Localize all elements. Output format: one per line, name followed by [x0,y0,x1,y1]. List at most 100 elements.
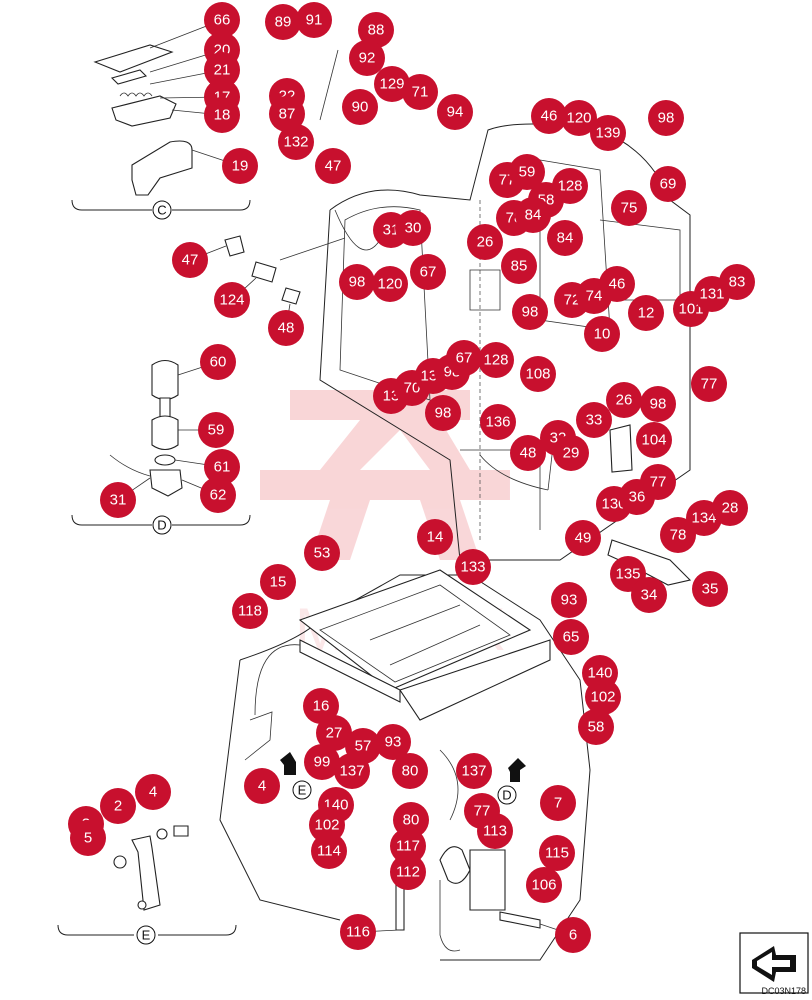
section-c-parts [93,44,193,196]
callout-10: 10 [584,316,620,352]
callout-number: 112 [396,864,420,881]
callout-number: 16 [313,698,330,715]
callout-circle [540,785,576,821]
callout-number: 87 [279,106,296,123]
callout-circle [342,89,378,125]
callout-number: 66 [214,12,231,29]
callout-67: 67 [410,254,446,290]
callout-114: 114 [311,833,347,869]
callout-77: 77 [691,366,727,402]
callout-number: 18 [214,107,231,124]
callout-128: 128 [478,342,514,378]
callout-number: 36 [629,489,646,506]
callout-circle [640,464,676,500]
callout-136: 136 [480,404,516,440]
callout-circle [576,402,612,438]
callout-number: 69 [660,176,677,193]
callout-circle [555,917,591,953]
callout-30: 30 [395,210,431,246]
callout-number: 31 [110,492,127,509]
callout-circle [660,517,696,553]
callout-66: 66 [204,2,240,38]
callout-18: 18 [204,97,240,133]
callout-number: 59 [519,164,536,181]
callout-number: 137 [339,763,364,780]
callout-number: 128 [483,352,508,369]
callout-number: 29 [563,445,580,462]
callout-circle [204,2,240,38]
callout-circle [198,412,234,448]
callout-circle [606,382,642,418]
callout-number: 12 [638,305,655,322]
callout-89: 89 [265,4,301,40]
callout-number: 113 [483,823,507,840]
callout-number: 6 [569,927,577,944]
callout-number: 46 [609,276,626,293]
callout-number: 4 [149,784,157,801]
callout-circle [531,98,567,134]
callout-83: 83 [719,264,755,300]
callout-number: 48 [520,445,537,462]
callout-number: 62 [210,487,227,504]
callout-circle [269,96,305,132]
arrow-label-e: E [298,783,307,798]
callout-116: 116 [340,914,376,950]
arrow-e [280,752,296,775]
callout-circle [520,356,556,392]
callout-number: 74 [586,288,603,305]
callout-112: 112 [390,854,426,890]
callout-number: 117 [396,838,420,855]
callout-circle [339,264,375,300]
callout-98: 98 [640,386,676,422]
callout-62: 62 [200,477,236,513]
callout-circle [340,914,376,950]
callout-number: 106 [531,877,556,894]
callout-104: 104 [636,422,672,458]
callout-85: 85 [501,248,537,284]
callout-circle [392,753,428,789]
callout-number: 120 [566,110,591,127]
callout-12: 12 [628,295,664,331]
callout-98: 98 [339,264,375,300]
callout-80: 80 [392,753,428,789]
callout-number: 15 [270,574,287,591]
callout-circle [561,100,597,136]
callout-93: 93 [551,582,587,618]
callout-number: 128 [557,178,582,195]
callout-number: 47 [182,252,199,269]
callout-number: 133 [460,559,485,576]
callout-circle [244,768,280,804]
callout-124: 124 [214,282,250,318]
callout-number: 131 [699,286,724,303]
callout-number: 67 [456,350,473,367]
callout-circle [719,264,755,300]
callout-58: 58 [578,709,614,745]
callout-number: 77 [474,803,491,820]
callout-2: 2 [100,788,136,824]
callout-circle [547,220,583,256]
callout-31: 31 [100,482,136,518]
callout-circle [410,254,446,290]
callout-circle [553,435,589,471]
callout-circle [315,148,351,184]
callout-circle [640,386,676,422]
callout-number: 98 [349,274,366,291]
callout-number: 135 [615,566,640,583]
callout-number: 93 [561,592,578,609]
section-e-bracket [57,924,237,936]
callout-14: 14 [417,519,453,555]
callout-number: 58 [588,719,605,736]
callout-circle [200,344,236,380]
callout-number: 57 [355,738,372,755]
callout-circle [417,519,453,555]
callout-61: 61 [204,449,240,485]
callout-circle [200,477,236,513]
callout-circle [172,242,208,278]
callout-number: 90 [352,99,369,116]
callout-number: 124 [219,292,244,309]
callout-4: 4 [244,768,280,804]
callout-circle [692,571,728,607]
callout-number: 140 [587,665,612,682]
callout-90: 90 [342,89,378,125]
